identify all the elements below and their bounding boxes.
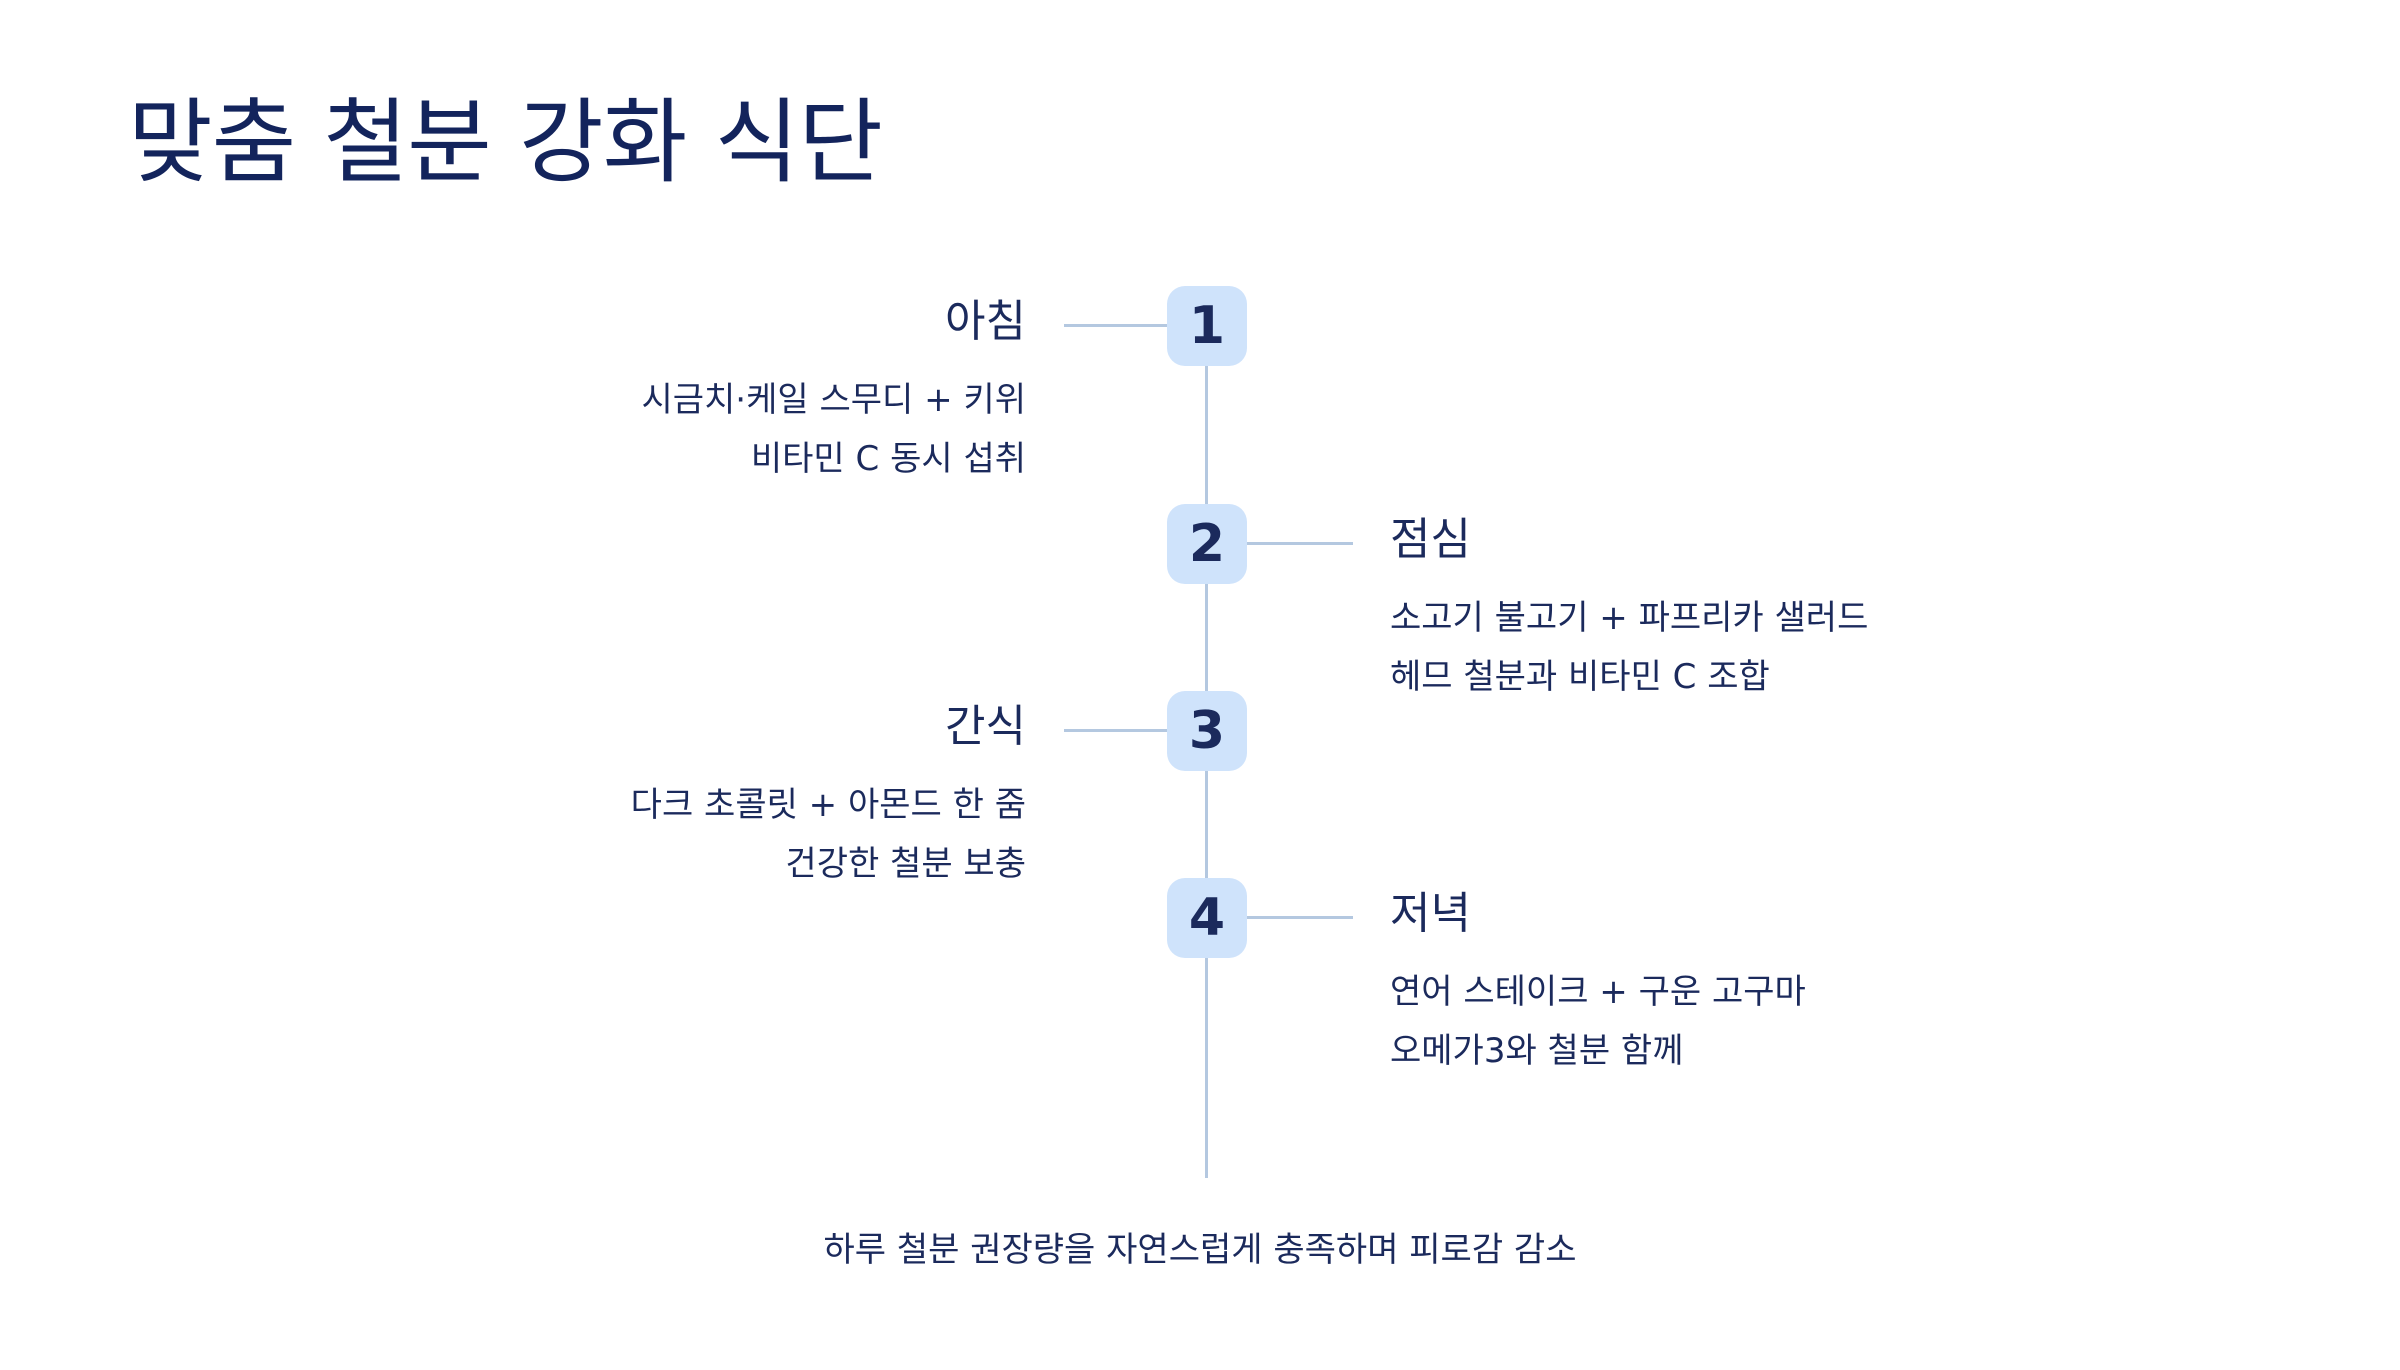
step-title-4: 저녁: [1390, 888, 1471, 939]
step-desc-2a: 소고기 불고기 + 파프리카 샐러드: [1390, 598, 1869, 638]
step-desc-2b: 헤므 철분과 비타민 C 조합: [1390, 657, 1770, 697]
page-title: 맞춤 철분 강화 식단: [128, 89, 883, 196]
step-title-1: 아침: [945, 296, 1026, 347]
step-desc-1a: 시금치·케일 스무디 + 키위: [641, 380, 1026, 420]
step-badge-3: 3: [1167, 691, 1247, 771]
step-badge-2: 2: [1167, 504, 1247, 584]
step-badge-1: 1: [1167, 286, 1247, 366]
connector-3: [1064, 729, 1168, 732]
step-title-3: 간식: [945, 701, 1026, 752]
step-desc-4a: 연어 스테이크 + 구운 고구마: [1390, 972, 1806, 1012]
connector-1: [1064, 324, 1168, 327]
step-desc-3a: 다크 초콜릿 + 아몬드 한 줌: [630, 785, 1026, 825]
step-desc-3b: 건강한 철분 보충: [785, 844, 1026, 884]
step-title-2: 점심: [1390, 514, 1471, 565]
connector-2: [1247, 542, 1353, 545]
connector-4: [1247, 916, 1353, 919]
footer-summary: 하루 철분 권장량을 자연스럽게 충족하며 피로감 감소: [823, 1230, 1577, 1270]
step-desc-1b: 비타민 C 동시 섭취: [750, 439, 1026, 479]
step-desc-4b: 오메가3와 철분 함께: [1390, 1031, 1684, 1071]
step-badge-4: 4: [1167, 878, 1247, 958]
